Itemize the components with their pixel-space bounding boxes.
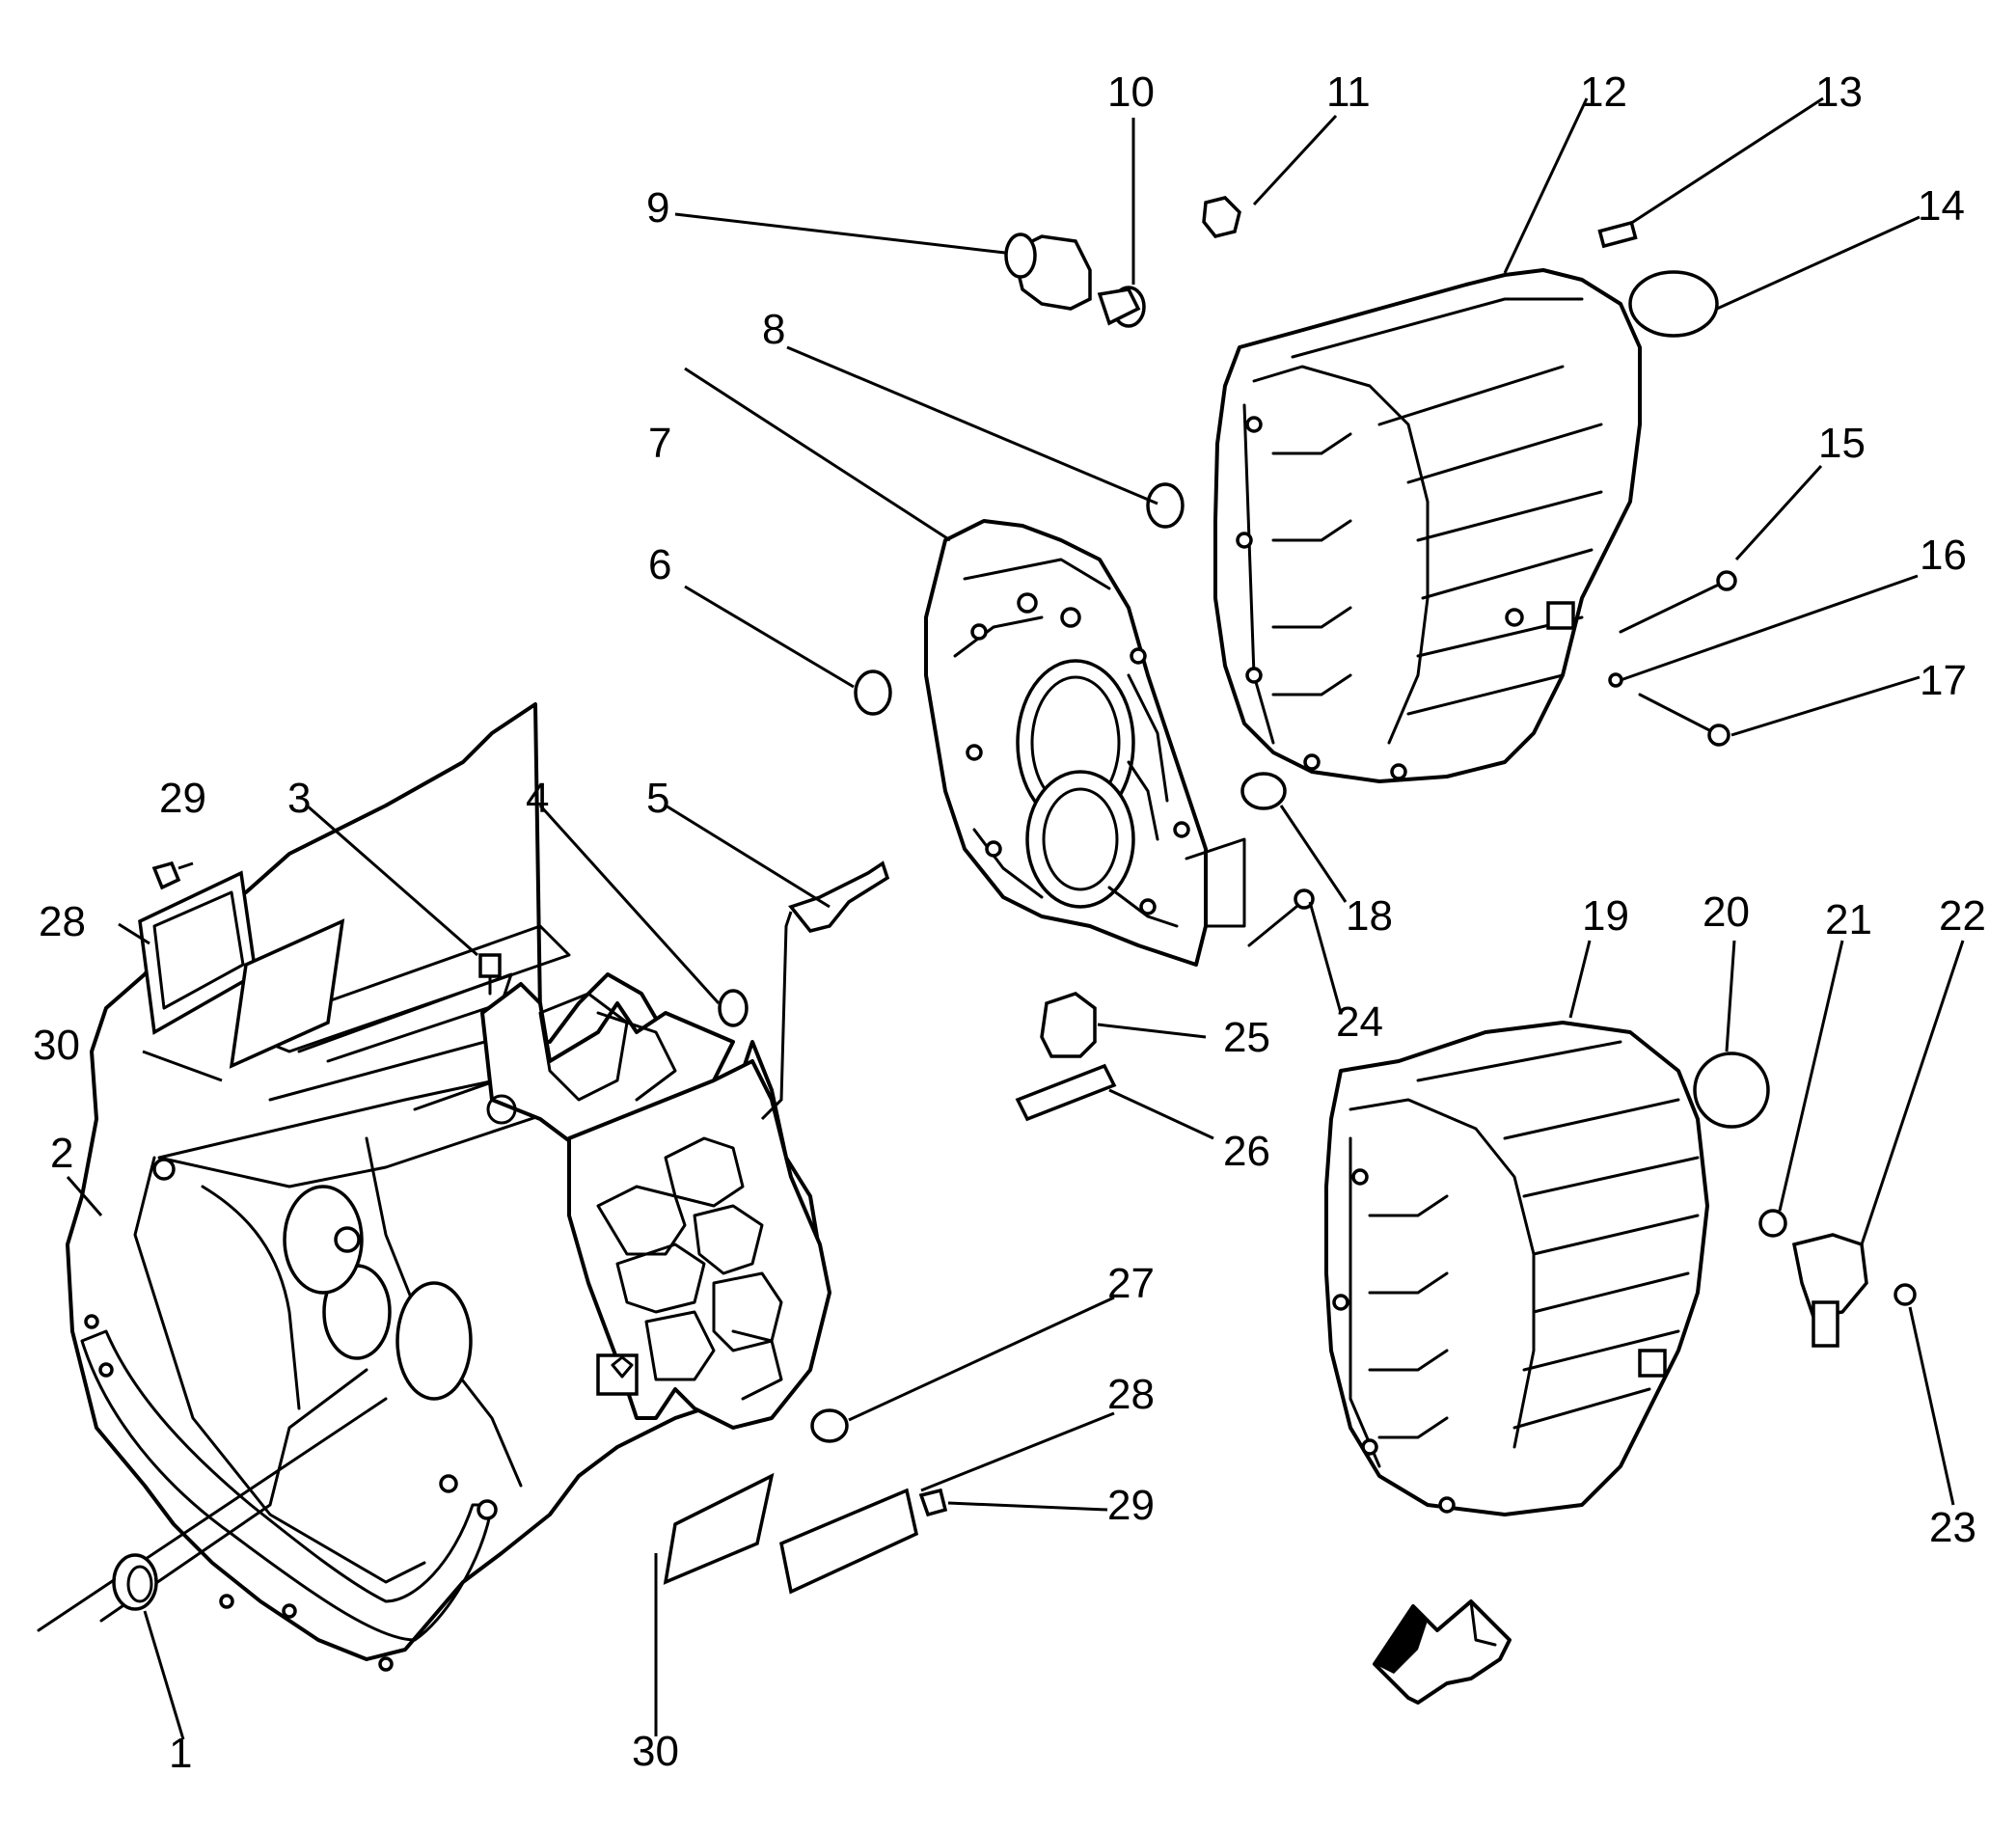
callout-12: 12 <box>1580 68 1627 116</box>
callout-3: 3 <box>287 775 311 822</box>
leader-lines <box>66 96 1965 1740</box>
callout-7: 7 <box>648 420 671 467</box>
callout-22: 22 <box>1939 892 1986 940</box>
callout-30-lower: 30 <box>632 1728 679 1775</box>
callout-2: 2 <box>50 1130 73 1177</box>
small-parts <box>112 196 1917 1611</box>
callout-16: 16 <box>1920 532 1967 579</box>
callout-19: 19 <box>1582 892 1629 940</box>
callout-27: 27 <box>1107 1260 1155 1307</box>
callout-29-upper: 29 <box>159 775 206 822</box>
callout-8: 8 <box>762 306 785 353</box>
callout-26: 26 <box>1223 1128 1270 1175</box>
callout-1: 1 <box>169 1730 192 1777</box>
callout-4: 4 <box>526 775 549 822</box>
callout-28-upper: 28 <box>39 898 86 945</box>
callout-6: 6 <box>648 541 671 588</box>
center-plate <box>924 519 1246 967</box>
callout-25: 25 <box>1223 1014 1270 1061</box>
callout-17: 17 <box>1920 657 1967 704</box>
callout-11: 11 <box>1326 68 1371 116</box>
callout-20: 20 <box>1703 888 1750 936</box>
callout-18: 18 <box>1346 892 1393 940</box>
callout-21: 21 <box>1825 896 1872 943</box>
extension-housing-lower <box>1324 1021 1709 1516</box>
callout-15: 15 <box>1818 420 1866 467</box>
callout-29-lower: 29 <box>1107 1482 1155 1529</box>
callout-5: 5 <box>646 775 669 822</box>
clutch-housing-case <box>37 702 831 1672</box>
callout-10: 10 <box>1107 68 1155 116</box>
callout-labels: 1 2 3 4 5 6 7 8 9 10 11 12 13 14 15 16 1… <box>33 68 1986 1777</box>
callout-13: 13 <box>1815 68 1863 116</box>
extension-housing-upper <box>1213 268 1642 783</box>
callout-28-lower: 28 <box>1107 1371 1155 1418</box>
callout-9: 9 <box>646 184 669 232</box>
callout-23: 23 <box>1929 1504 1976 1551</box>
callout-30-upper: 30 <box>33 1022 80 1069</box>
callout-24: 24 <box>1336 998 1383 1046</box>
callout-14: 14 <box>1918 182 1965 230</box>
front-direction-arrow-icon <box>1373 1599 1512 1705</box>
